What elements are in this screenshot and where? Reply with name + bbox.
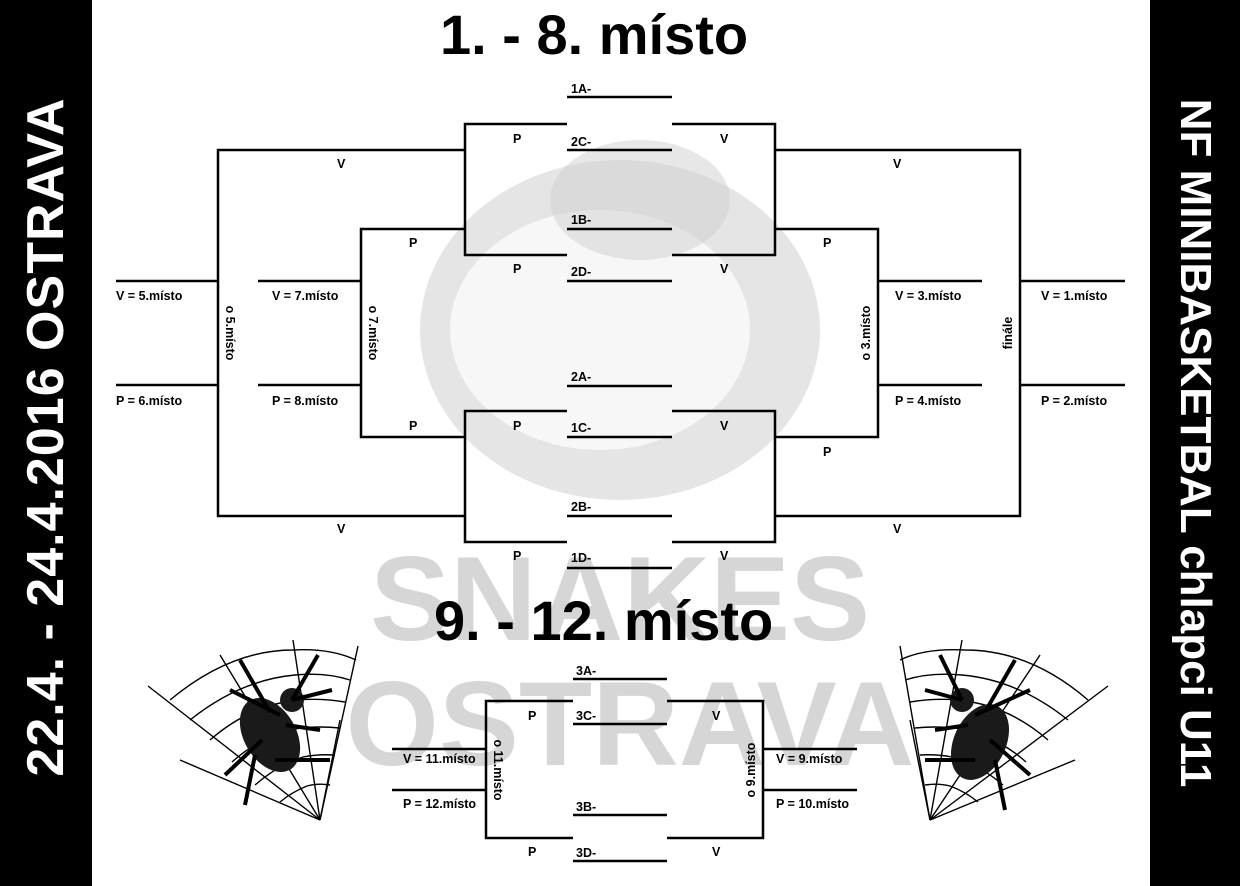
watermark-line1: SNAKES [370,532,870,666]
result-label: P = 10.místo [776,797,849,811]
winner-marker: V [712,845,721,859]
match-label-3rd: o 3.místo [859,305,873,360]
result-label: V = 7.místo [272,289,339,303]
loser-marker: P [409,419,417,433]
match-label-7th: o 7.místo [366,306,380,361]
spider-web-left-icon [147,639,359,821]
slot-label: 2C- [571,135,591,149]
result-label: V = 5.místo [116,289,183,303]
slot-label: 1D- [571,551,591,565]
loser-marker: P [513,132,521,146]
result-label: P = 12.místo [403,797,476,811]
loser-marker: P [528,709,536,723]
lower-bracket-lines [392,677,857,863]
loser-marker: P [823,236,831,250]
loser-marker: P [513,419,521,433]
result-label: P = 6.místo [116,394,182,408]
loser-marker: P [823,445,831,459]
slot-label: 3C- [576,709,596,723]
heading-places-1-8: 1. - 8. místo [440,3,749,66]
slot-label: 3A- [576,664,596,678]
slot-label: 2A- [571,370,591,384]
match-label-5th: o 5.místo [223,306,237,361]
slot-label: 2B- [571,500,591,514]
loser-marker: P [528,845,536,859]
winner-marker: V [893,522,902,536]
result-label: V = 1.místo [1041,289,1108,303]
match-label-9th: o 9.místo [744,742,758,797]
result-label: V = 11.místo [403,752,476,766]
winner-marker: V [893,157,902,171]
result-label: P = 4.místo [895,394,961,408]
slot-label: 1B- [571,213,591,227]
upper-bracket-lines [116,95,1125,570]
winner-marker: V [337,522,346,536]
match-label-11th: o 11.místo [491,739,505,800]
result-label: P = 8.místo [272,394,338,408]
loser-marker: P [409,236,417,250]
winner-marker: V [337,157,346,171]
left-banner [0,0,92,886]
winner-marker: V [712,709,721,723]
winner-marker: V [720,262,729,276]
winner-marker: V [720,549,729,563]
snakes-logo-watermark: SNAKES OSTRAVA [346,140,914,791]
spider-web-right-icon [899,639,1109,821]
slot-label: 2D- [571,265,591,279]
winner-marker: V [720,132,729,146]
result-label: P = 2.místo [1041,394,1107,408]
result-label: V = 3.místo [895,289,962,303]
heading-places-9-12: 9. - 12. místo [434,589,774,652]
slot-label: 1A- [571,82,591,96]
right-banner [1150,0,1240,886]
winner-marker: V [720,419,729,433]
loser-marker: P [513,549,521,563]
loser-marker: P [513,262,521,276]
slot-label: 1C- [571,421,591,435]
slot-label: 3B- [576,800,596,814]
slot-label: 3D- [576,846,596,860]
result-label: V = 9.místo [776,752,843,766]
match-label-final: finále [1001,317,1015,350]
